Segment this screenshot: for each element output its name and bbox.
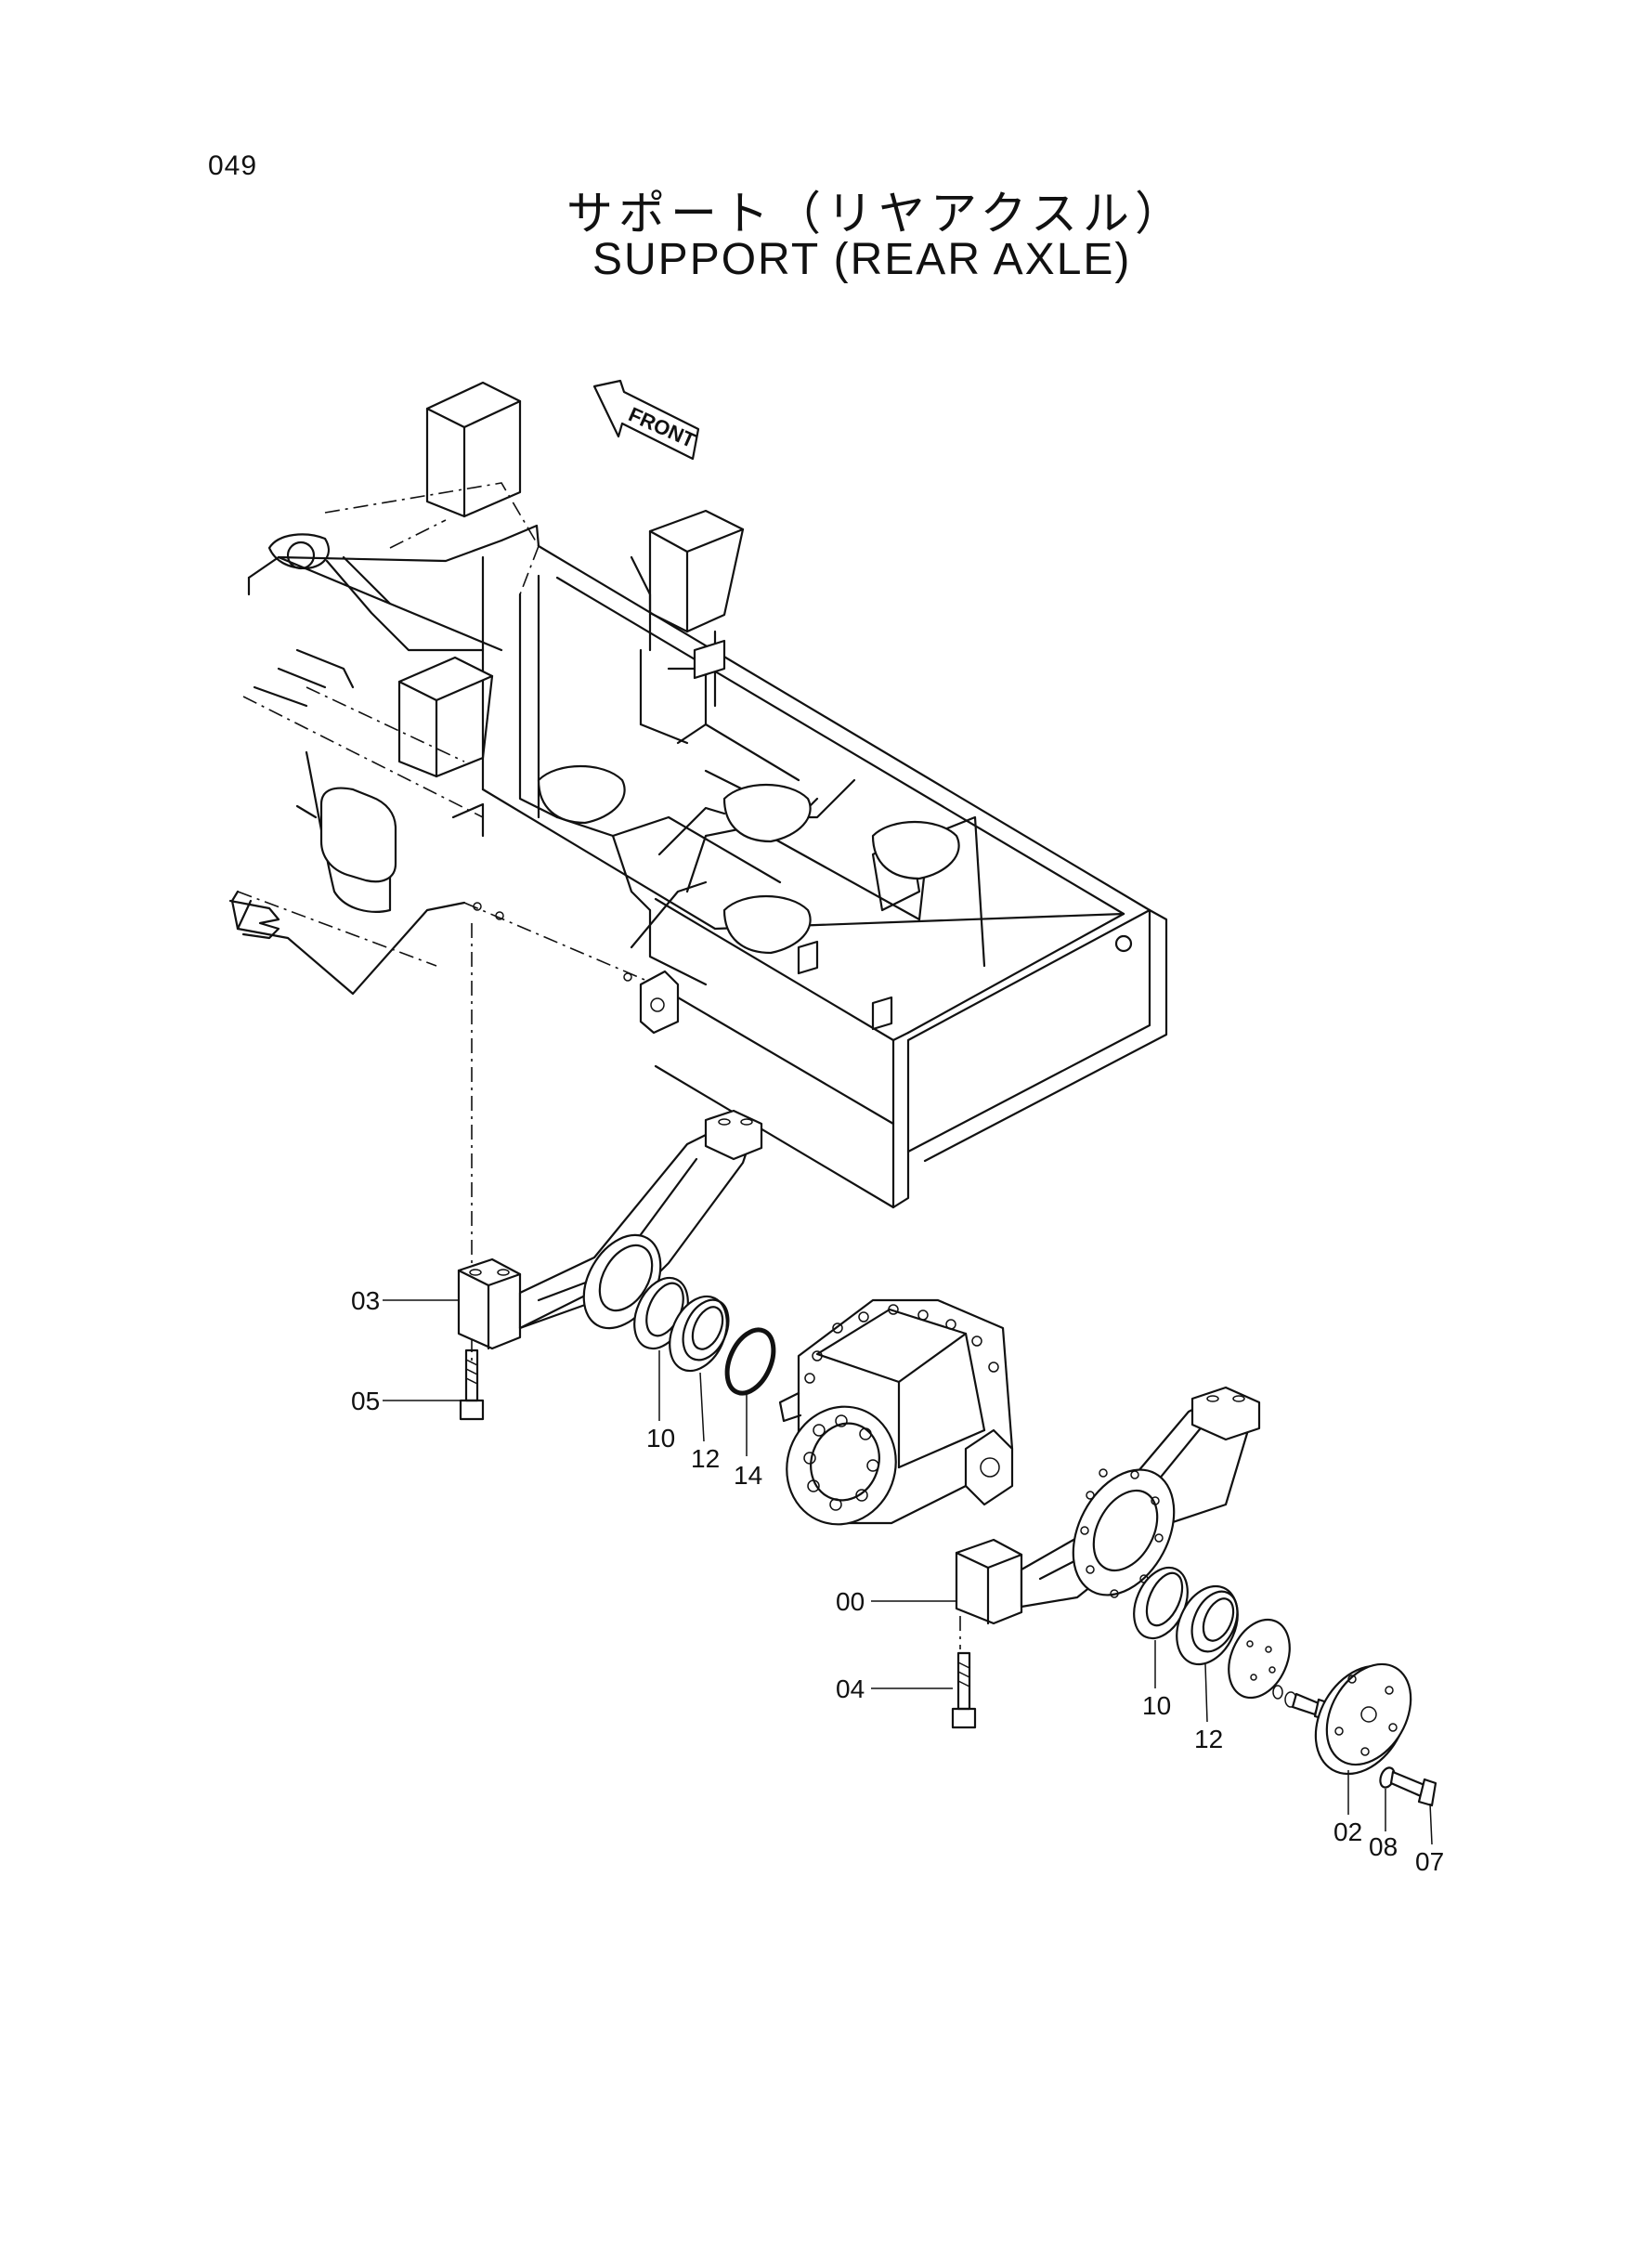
shim-plate	[1228, 1618, 1291, 1700]
callout-07: 07	[1415, 1847, 1444, 1876]
callout-10-right: 10	[1142, 1691, 1171, 1720]
bearing-12-left	[669, 1295, 730, 1373]
callout-00: 00	[836, 1587, 865, 1616]
callout-labels: 03 05 10 12 14 00 04 10 12 02 08 07	[351, 1286, 1444, 1876]
right-support-bracket	[955, 1386, 1261, 1625]
bolt-04	[951, 1651, 977, 1729]
callout-03: 03	[351, 1286, 380, 1315]
seal-10-right	[1133, 1566, 1189, 1640]
page-title-japanese: サポート（リヤアクスル）	[566, 187, 1187, 241]
callout-10-left: 10	[646, 1424, 675, 1453]
bolt-07	[1389, 1770, 1437, 1807]
bearing-12-right	[1176, 1584, 1239, 1666]
callout-08: 08	[1369, 1832, 1398, 1861]
callout-02: 02	[1333, 1818, 1362, 1846]
frame-structure	[228, 381, 1168, 1209]
page-number: 049	[208, 150, 258, 181]
callout-05: 05	[351, 1387, 380, 1415]
axle-housing	[778, 1298, 1014, 1526]
callout-14: 14	[734, 1461, 762, 1490]
page-title-english: SUPPORT (REAR AXLE)	[592, 235, 1132, 284]
front-direction-arrow: FRONT	[592, 379, 700, 461]
o-ring-14	[724, 1327, 776, 1396]
callout-04: 04	[836, 1674, 865, 1703]
callout-leaders	[383, 1299, 1433, 1845]
end-cap-02	[1314, 1662, 1412, 1776]
bolt-05	[459, 1348, 485, 1421]
callout-12-left: 12	[691, 1444, 720, 1473]
left-support-bracket	[457, 1109, 763, 1350]
callout-12-right: 12	[1194, 1725, 1223, 1753]
